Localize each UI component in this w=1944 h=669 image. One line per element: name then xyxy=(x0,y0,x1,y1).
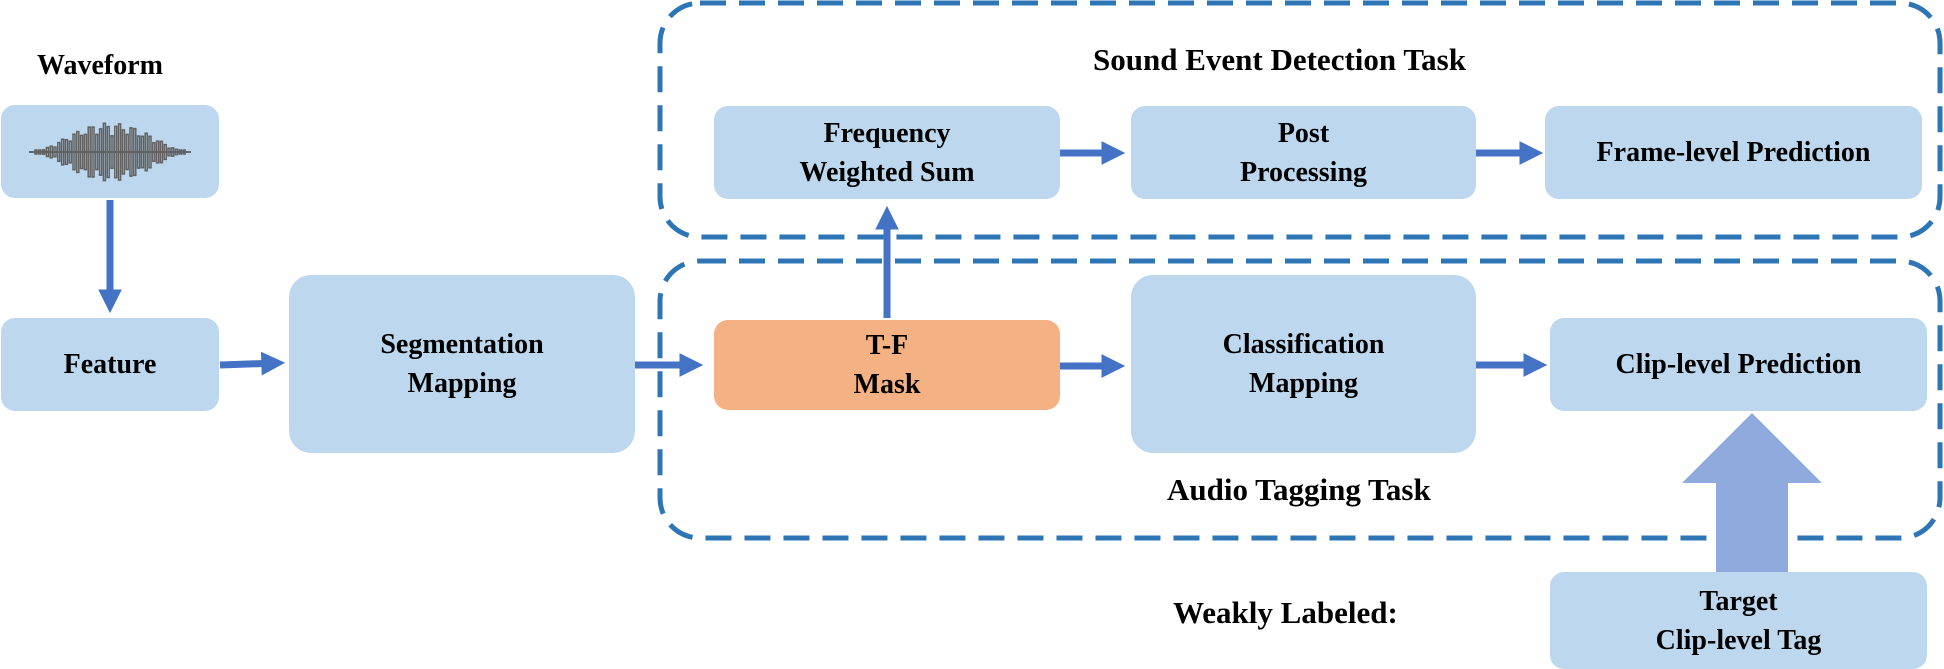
waveform-icon xyxy=(29,122,191,181)
frequency-weighted-sum-box: Frequency Weighted Sum xyxy=(714,106,1060,199)
classification-line2: Mapping xyxy=(1249,368,1358,399)
frequency-line1: Frequency xyxy=(823,117,951,149)
target-line2: Clip-level Tag xyxy=(1655,624,1822,656)
tf-mask-line1: T-F xyxy=(865,330,909,361)
classification-mapping-box: Classification Mapping xyxy=(1131,275,1476,453)
sed-task-title: Sound Event Detection Task xyxy=(1093,42,1466,77)
tf-mask-line2: Mask xyxy=(853,369,921,400)
target-clip-level-tag-box: Target Clip-level Tag xyxy=(1550,572,1927,669)
post-line2: Processing xyxy=(1239,156,1368,188)
frequency-line2: Weighted Sum xyxy=(799,156,975,188)
at-task-region xyxy=(657,258,1943,541)
feature-label: Feature xyxy=(63,349,157,380)
arrow-feature-to-segmentation xyxy=(219,351,286,376)
segmentation-line2: Mapping xyxy=(407,368,517,399)
post-line1: Post xyxy=(1277,117,1330,149)
segmentation-mapping-box: Segmentation Mapping xyxy=(289,275,635,453)
segmentation-line1: Segmentation xyxy=(380,329,544,360)
weakly-labeled-label: Weakly Labeled: xyxy=(1173,595,1398,630)
tf-mask-box: T-F Mask xyxy=(714,320,1060,410)
frame-level-prediction-label: Frame-level Prediction xyxy=(1596,137,1871,168)
target-up-arrow xyxy=(1682,413,1822,572)
waveform-title: Waveform xyxy=(37,50,163,81)
post-processing-box: Post Processing xyxy=(1131,106,1476,199)
classification-line1: Classification xyxy=(1222,329,1385,360)
frame-level-prediction-box: Frame-level Prediction xyxy=(1545,106,1922,199)
clip-level-prediction-box: Clip-level Prediction xyxy=(1550,318,1927,411)
clip-level-prediction-label: Clip-level Prediction xyxy=(1615,349,1862,380)
feature-box: Feature xyxy=(1,318,219,411)
waveform-box xyxy=(1,105,219,198)
at-task-title: Audio Tagging Task xyxy=(1167,472,1431,507)
sed-task-region xyxy=(657,0,1943,240)
target-line1: Target xyxy=(1699,585,1778,617)
